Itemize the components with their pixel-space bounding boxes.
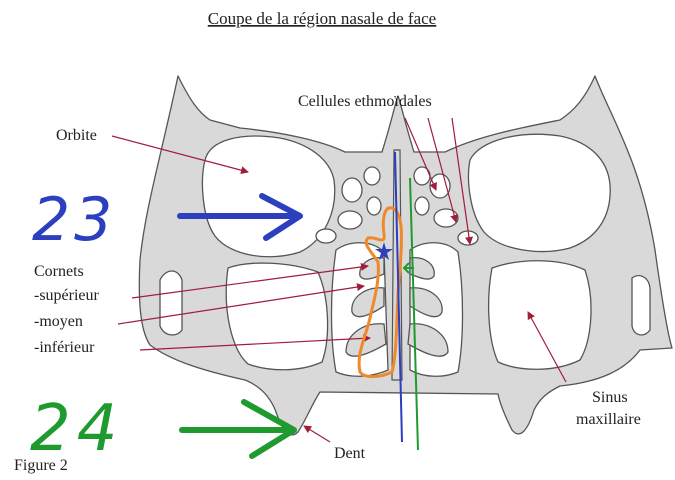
right-lateral-cavity — [631, 275, 651, 336]
leader-lines — [111, 117, 567, 443]
handwritten-24: 24 — [30, 392, 123, 466]
leader-moyen — [117, 283, 365, 325]
label-inferieur: -inférieur — [34, 339, 95, 356]
right-orbit-cavity — [467, 133, 611, 253]
leader-inferieur — [139, 334, 371, 351]
leader-superieur — [131, 262, 369, 299]
right-superior-turbinate — [409, 257, 435, 280]
blue-vertical-line — [394, 151, 403, 443]
leader-sinus — [527, 311, 567, 383]
leader-cellules-1 — [404, 117, 437, 191]
handwritten-23: 23 — [32, 185, 116, 255]
label-dent: Dent — [334, 445, 366, 462]
leader-cellules-3 — [451, 117, 473, 245]
right-maxillary-sinus — [487, 260, 592, 370]
leader-orbite — [111, 135, 249, 175]
label-cellules-ethmoidales: Cellules ethmoïdales — [298, 93, 432, 110]
right-middle-turbinate — [409, 287, 443, 318]
green-arrow-icon — [179, 399, 297, 459]
leader-dent — [303, 425, 331, 443]
label-sinus: Sinus — [592, 389, 628, 406]
skull-bone-outline — [138, 75, 673, 436]
blue-star-icon — [375, 242, 393, 260]
leader-cellules-2 — [427, 117, 459, 223]
label-orbite: Orbite — [56, 127, 97, 144]
left-maxillary-sinus — [225, 262, 329, 371]
blue-arrow-icon — [177, 193, 303, 241]
label-superieur: -supérieur — [34, 287, 100, 304]
figure-caption: Figure 2 — [14, 457, 68, 474]
label-moyen: -moyen — [34, 313, 83, 330]
green-small-arrow-icon — [402, 262, 414, 274]
right-inferior-turbinate — [407, 323, 449, 357]
green-vertical-line — [409, 177, 419, 451]
label-maxillaire: maxillaire — [576, 411, 641, 428]
left-lateral-cavity — [159, 270, 183, 336]
label-cornets: Cornets — [34, 263, 84, 280]
figure-title: Coupe de la région nasale de face — [208, 9, 436, 28]
